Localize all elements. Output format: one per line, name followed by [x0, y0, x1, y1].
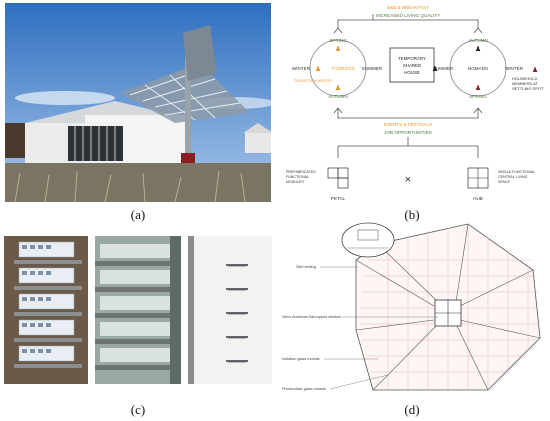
- household-line-1: HOUSEHOLD: [512, 76, 537, 81]
- summer-right: SUMMER: [433, 66, 454, 71]
- caption-c: (c): [130, 402, 146, 417]
- summer-left: SUMMER: [362, 66, 383, 71]
- household-line-2: MEMBERS AT: [512, 81, 538, 86]
- top-green-label: INCREASED LIVING QUALITY: [376, 13, 440, 18]
- person-icon-household: ♟: [532, 66, 538, 74]
- petal-label: PETAL: [331, 196, 346, 201]
- cross-symbol: ×: [405, 174, 411, 186]
- center-line-3: HOUSE: [404, 70, 420, 75]
- diagram-b: B&B & BREAKFAST INCREASED LIVING QUALITY…: [278, 0, 546, 205]
- person-icon-spring-right: ♟: [475, 84, 481, 92]
- person-icon-autumn-right: ♟: [475, 45, 481, 53]
- left-note-3: MODULES: [286, 180, 304, 184]
- photo-a: [5, 3, 275, 203]
- label-imitation: Imitation glass module: [282, 357, 320, 361]
- left-note-2: FUNCTIONAL: [286, 175, 309, 179]
- center-line-1: TEMPORARY: [398, 56, 426, 61]
- caption-b: (b): [404, 207, 420, 222]
- bottom-green-label: JOB OPPORTUNITIES: [384, 130, 432, 135]
- caption-a: (a): [130, 207, 146, 222]
- photo-c3: [188, 236, 272, 384]
- label-skirt: Skirt setting: [296, 265, 316, 269]
- caption-d: (d): [404, 402, 420, 417]
- person-icon-summer-right: ♟: [432, 65, 438, 73]
- spring-right: SPRING: [469, 94, 487, 99]
- right-note-3: SPACE: [498, 180, 511, 184]
- photo-c1: [4, 236, 88, 384]
- right-note-2: CENTRAL LIVING: [498, 175, 528, 179]
- label-pv: Photovoltaic glass module: [282, 387, 326, 391]
- autumn-right: AUTUMN: [468, 38, 488, 43]
- tourists-label: TOURISTS: [331, 66, 354, 71]
- right-note-1: SINGLE FUNCTIONAL: [498, 170, 535, 174]
- person-icon-spring: ♟: [335, 45, 341, 53]
- photo-c2: [95, 236, 181, 384]
- center-line-2: SHARED: [403, 63, 421, 68]
- left-note-1: PREFABRICATED: [286, 170, 316, 174]
- bottom-orange-label: EVENTS & FESTIVALS: [384, 122, 432, 127]
- hub-label: HUB: [473, 196, 483, 201]
- person-icon-autumn: ♟: [335, 84, 341, 92]
- spring-left: SPRING: [329, 38, 347, 43]
- plan-d: Skirt setting Velux American flat-topped…: [278, 220, 546, 398]
- winter-left: WINTER: [292, 66, 311, 71]
- household-line-3: SETTLING SPOT: [512, 86, 544, 91]
- nomads-label: NOMADS: [468, 66, 488, 71]
- winter-right: WINTER: [505, 66, 524, 71]
- label-window: Velux American flat-topped window: [282, 315, 341, 319]
- person-icon-winter: ♟: [315, 65, 321, 73]
- autumn-left: AUTUMN: [328, 94, 348, 99]
- top-orange-label: B&B & BREAKFAST: [387, 5, 429, 10]
- tourists-in-winter: TOURISTS IN WINTER: [294, 79, 332, 83]
